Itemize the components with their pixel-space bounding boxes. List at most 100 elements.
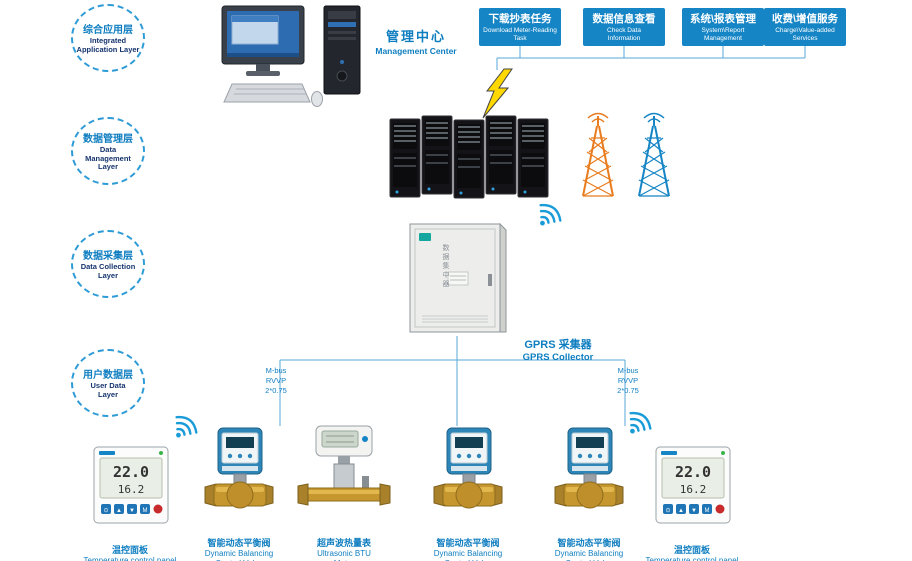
balancing-valve	[203, 426, 275, 528]
service-box-check-data: 数据信息查看 Check Data Information	[583, 8, 665, 46]
panel-buttons[interactable]: ⊙ ▲ ▼ M	[663, 504, 725, 514]
service-box-download-task: 下载抄表任务 Download Meter-Reading Task	[479, 8, 561, 46]
panel-lcd	[99, 457, 163, 499]
server-rack	[453, 119, 485, 199]
panel-button-glyph: ▼	[129, 508, 135, 514]
device-en: Temperature control panel	[645, 556, 739, 561]
service-en: Download Meter-Reading Task	[483, 27, 557, 42]
gprs-collector-cn: GPRS 采集器	[524, 339, 592, 351]
layer-badge-data-collection: 数据采集层 Data Collection Layer	[71, 230, 145, 298]
service-en: Charge\Value-added Services	[775, 27, 835, 42]
management-center-label: 管理中心 Management Center	[356, 26, 476, 56]
cabinet-logo	[419, 233, 431, 241]
gprs-collector-label: GPRS 采集器 GPRS Collector	[488, 336, 628, 363]
bus-label-left: M-bus RVVP 2*0.75	[265, 366, 287, 396]
layer-en: Data Management Layer	[85, 145, 131, 172]
device-label-panel-right: 温控面板 Temperature control panel	[632, 543, 752, 561]
meter-pipe	[297, 476, 391, 506]
pc-keyboard	[223, 83, 311, 103]
lcd-temp-bottom: 16.2	[680, 483, 707, 496]
signal-tower-blue	[626, 108, 682, 205]
temperature-control-panel: 22.0 16.2 ⊙ ▲ ▼ M	[93, 446, 169, 529]
layer-badge-data-management: 数据管理层 Data Management Layer	[71, 117, 145, 185]
layer-cn: 数据管理层	[83, 134, 133, 146]
device-cn: 智能动态平衡阀	[207, 538, 271, 548]
lcd-temp-bottom: 16.2	[118, 483, 145, 496]
service-cn: 收费\增值服务	[772, 13, 838, 26]
layer-en: Data Collection Layer	[80, 262, 136, 280]
management-center-en: Management Center	[375, 46, 457, 56]
layer-cn: 数据采集层	[83, 251, 133, 263]
service-cn: 下载抄表任务	[488, 13, 552, 26]
valve-body	[433, 481, 503, 509]
panel-button-glyph: ▼	[691, 508, 697, 514]
device-en: Ultrasonic BTU Meter	[317, 549, 371, 561]
service-en: Check Data Information	[607, 27, 641, 42]
management-computer	[218, 4, 368, 121]
balancing-valve	[553, 426, 625, 528]
layer-en: User Data Layer	[90, 381, 126, 399]
panel-button-glyph: ▲	[678, 508, 684, 514]
balancing-valve	[432, 426, 504, 528]
lcd-temp-top: 22.0	[675, 463, 711, 481]
valve-actuator	[446, 427, 492, 475]
panel-button-glyph: ▲	[116, 508, 122, 514]
cabinet-vertical-label: 数据集中器	[442, 244, 449, 289]
device-cn: 温控面板	[111, 545, 148, 555]
service-box-charge-services: 收费\增值服务 Charge\Value-added Services	[764, 8, 846, 46]
device-en: Dynamic Balancing Control Valve	[204, 549, 274, 561]
gprs-collector-cabinet	[408, 220, 512, 341]
panel-buttons[interactable]: ⊙ ▲ ▼ M	[101, 504, 163, 514]
panel-button-glyph: ⊙	[103, 508, 108, 514]
valve-body	[554, 481, 624, 509]
pc-mouse	[311, 91, 323, 107]
wifi-icon	[532, 200, 564, 237]
server-rack	[517, 118, 549, 198]
device-cn: 智能动态平衡阀	[436, 538, 500, 548]
wifi-icon	[168, 412, 200, 449]
pc-tower	[323, 5, 361, 95]
panel-button-glyph: ⊙	[665, 508, 670, 514]
device-en: Temperature control panel	[83, 556, 177, 561]
device-label-valve-1: 智能动态平衡阀 Dynamic Balancing Control Valve …	[186, 536, 292, 561]
panel-power-button[interactable]	[715, 504, 725, 514]
server-racks	[388, 114, 550, 205]
layer-en: Integrated Application Layer	[76, 36, 140, 54]
panel-lcd	[661, 457, 725, 499]
management-center-cn: 管理中心	[385, 29, 446, 44]
device-en: Dynamic Balancing Control Valve	[433, 549, 503, 561]
lcd-temp-top: 22.0	[113, 463, 149, 481]
valve-actuator	[217, 427, 263, 475]
device-label-valve-3: 智能动态平衡阀 Dynamic Balancing Control Valve …	[537, 536, 641, 561]
server-rack	[421, 115, 453, 195]
device-cn: 温控面板	[673, 545, 710, 555]
layer-badge-application: 综合应用层 Integrated Application Layer	[71, 4, 145, 72]
service-cn: 系统\报表管理	[690, 13, 756, 26]
service-en: System\Report Management	[701, 27, 745, 42]
valve-actuator	[567, 427, 613, 475]
pc-monitor	[221, 5, 305, 76]
bus-label-right: M-bus RVVP 2*0.75	[617, 366, 639, 396]
meter-head	[315, 425, 373, 457]
server-rack	[485, 115, 517, 195]
wifi-icon	[622, 408, 654, 445]
service-box-system-report: 系统\报表管理 System\Report Management	[682, 8, 764, 46]
layer-cn: 综合应用层	[83, 25, 133, 37]
panel-button-glyph: M	[143, 508, 148, 514]
panel-button-glyph: M	[705, 508, 710, 514]
device-cn: 超声波热量表	[316, 538, 371, 548]
valve-body	[204, 481, 274, 509]
device-label-panel-left: 温控面板 Temperature control panel	[70, 543, 190, 561]
server-rack	[389, 118, 421, 198]
ultrasonic-btu-meter	[296, 424, 392, 528]
device-label-valve-2: 智能动态平衡阀 Dynamic Balancing Control Valve	[416, 536, 520, 561]
cabinet-handle	[488, 274, 492, 286]
service-cn: 数据信息查看	[592, 13, 656, 26]
device-label-meter: 超声波热量表 Ultrasonic BTU Meter 方案二	[293, 536, 395, 561]
gprs-collector-en: GPRS Collector	[522, 352, 594, 363]
device-en: Dynamic Balancing Control Valve	[554, 549, 624, 561]
layer-badge-user-data: 用户数据层 User Data Layer	[71, 349, 145, 417]
panel-power-button[interactable]	[153, 504, 163, 514]
lightning-bolt-icon	[480, 68, 514, 125]
